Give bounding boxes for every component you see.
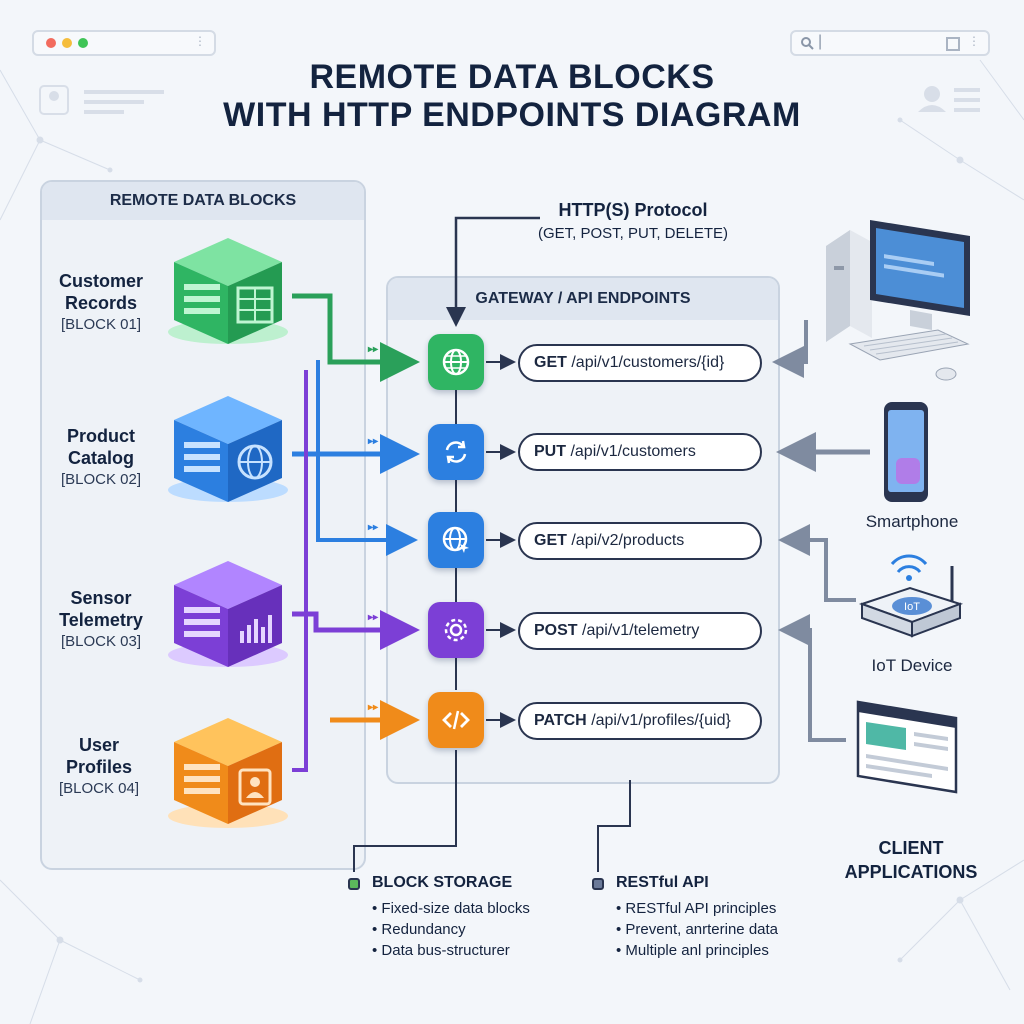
protocol-methods: (GET, POST, PUT, DELETE) (537, 225, 729, 242)
endpoint-get-products[interactable]: GET /api/v2/products (518, 522, 762, 560)
iot-device-label: IoT Device (871, 656, 953, 675)
menu-dots-icon: ⋮ (194, 34, 206, 48)
gear-icon (444, 618, 468, 642)
svg-text:▸▸: ▸▸ (367, 344, 379, 355)
browser-window-bar: ⋮ (32, 30, 216, 56)
user-profiles-cube-icon (168, 718, 288, 828)
legend-item: Prevent, anrterine data (616, 919, 778, 940)
browser-window-icon (856, 700, 958, 794)
endpoint-node-globe[interactable] (428, 334, 484, 390)
search-icon (801, 37, 814, 50)
block-storage-legend-list: Fixed-size data blocks Redundancy Data b… (372, 898, 530, 961)
smartphone-icon (884, 402, 928, 502)
browser-search-bar: | ⋮ (790, 30, 990, 56)
smartphone-label: Smartphone (865, 512, 959, 531)
restful-legend-title: RESTful API (616, 874, 709, 891)
legend-item: Multiple anl principles (616, 940, 778, 961)
endpoint-node-gear[interactable] (428, 602, 484, 658)
gateway-header: GATEWAY / API ENDPOINTS (388, 278, 778, 320)
product-catalog-cube-icon (168, 396, 288, 502)
svg-text:▸▸: ▸▸ (367, 522, 379, 533)
block-storage-legend-swatch (348, 878, 360, 890)
endpoint-put-customers[interactable]: PUT /api/v1/customers (518, 433, 762, 471)
endpoint-node-code[interactable] (428, 692, 484, 748)
endpoint-node-globe-cursor[interactable] (428, 512, 484, 568)
globe-icon (442, 348, 470, 376)
restful-legend-list: RESTful API principles Prevent, anrterin… (616, 898, 778, 961)
maximize-dot-icon (78, 38, 88, 48)
endpoint-patch-profiles[interactable]: PATCH /api/v1/profiles/{uid} (518, 702, 762, 740)
window-icon (946, 37, 960, 51)
svg-text:▸▸: ▸▸ (367, 702, 379, 713)
customer-records-cube-icon (168, 238, 288, 344)
sync-icon (445, 440, 467, 464)
restful-legend-swatch (592, 878, 604, 890)
endpoint-get-customers[interactable]: GET /api/v1/customers/{id} (518, 344, 762, 382)
remote-data-blocks-header: REMOTE DATA BLOCKS (42, 182, 364, 220)
legend-item: RESTful API principles (616, 898, 778, 919)
legend-item: Fixed-size data blocks (372, 898, 529, 919)
svg-text:▸▸: ▸▸ (367, 612, 379, 623)
block-storage-legend-title: BLOCK STORAGE (372, 874, 513, 891)
protocol-label: HTTP(S) Protocol (GET, POST, PUT, DELETE… (518, 200, 748, 242)
globe-cursor-icon (442, 526, 469, 553)
code-icon (442, 710, 470, 730)
sensor-telemetry-cube-icon (168, 561, 288, 667)
close-dot-icon (46, 38, 56, 48)
endpoint-post-telemetry[interactable]: POST /api/v1/telemetry (518, 612, 762, 650)
legend-item: Redundancy (372, 919, 530, 940)
diagram-title-line2: WITH HTTP ENDPOINTS DIAGRAM (223, 96, 801, 134)
legend-item: Data bus-structurer (372, 940, 530, 961)
iot-badge-text: IoT (904, 601, 920, 613)
desktop-computer-icon (826, 220, 970, 381)
minimize-dot-icon (62, 38, 72, 48)
protocol-title: HTTP(S) Protocol (558, 200, 708, 220)
menu-dots-icon: ⋮ (968, 34, 980, 48)
iot-device-icon: IoT (858, 554, 964, 638)
svg-text:▸▸: ▸▸ (367, 436, 379, 447)
diagram-title-line1: REMOTE DATA BLOCKS (309, 58, 715, 96)
endpoint-node-sync[interactable] (428, 424, 484, 480)
